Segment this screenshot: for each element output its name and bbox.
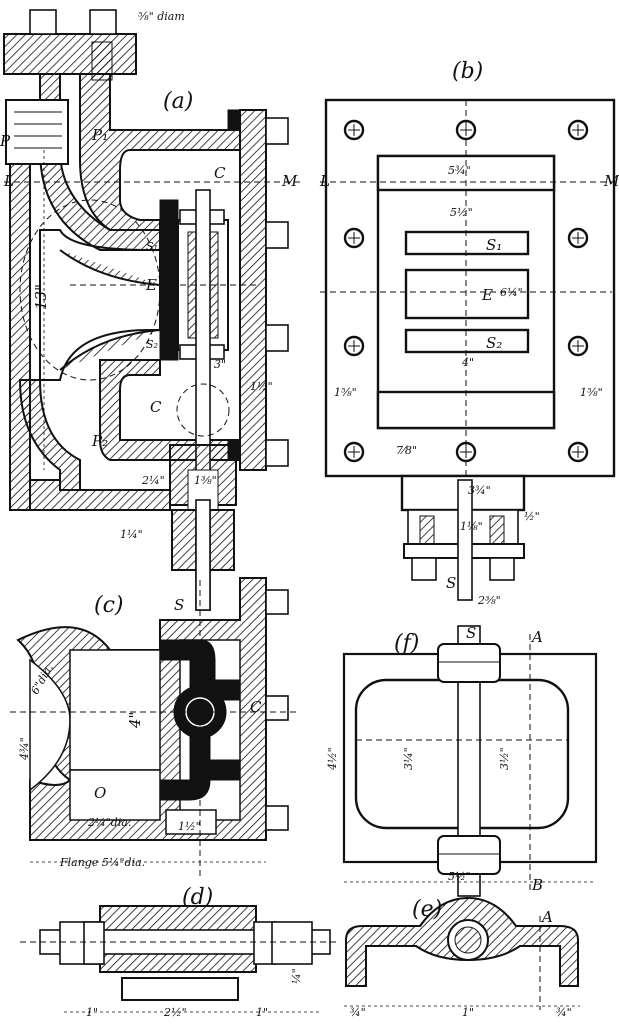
dim-1-375: 1⅜" (194, 474, 217, 487)
slide-valve-face (159, 199, 179, 361)
label-l-b: L (319, 172, 330, 190)
figure-b-plan (320, 98, 616, 601)
dim-3-75: 3¾" (468, 484, 491, 497)
dim-1-5-c: 1½" (178, 820, 201, 833)
label-m-b: M (603, 172, 619, 190)
dim-3-5-f: 3½" (498, 747, 511, 770)
figure-c-label: (c) (94, 593, 124, 618)
chest-cover (239, 109, 267, 471)
label-m-a: M (281, 172, 298, 190)
dim-4: 4" (461, 356, 474, 369)
label-s-b: S (446, 574, 456, 592)
label-s-spindle: S (174, 596, 184, 614)
figure-f-label: (f) (394, 631, 419, 656)
dim-1-d-left: 1" (86, 1006, 98, 1019)
dim-0-75-e-left: ¾" (350, 1006, 366, 1019)
figure-d-nut (20, 905, 340, 1001)
label-b-f: B (531, 876, 543, 894)
dim-6-25: 6¼" (500, 286, 523, 299)
flange-bolt-left (29, 9, 57, 35)
dim-0-75-e-right: ¾" (556, 1006, 572, 1019)
dim-3: 3" (214, 358, 226, 371)
figure-c-section (10, 577, 300, 880)
label-c-c: C (250, 698, 262, 716)
label-l-a: L (3, 172, 14, 190)
dim-flange: Flange 5¼"dia. (59, 856, 145, 869)
dim-4-c: 4" (126, 712, 144, 729)
dim-1-125: 1⅛" (460, 520, 483, 533)
figure-f-elevation (342, 625, 598, 897)
dim-5-5: 5½" (450, 206, 473, 219)
dim-1-25: 1¼" (120, 528, 143, 541)
top-flange (3, 33, 137, 75)
dim-diam: ⅝" diam (138, 10, 185, 23)
label-c-bottom: C (150, 398, 162, 416)
port-s2-plan (404, 328, 530, 354)
dim-1-5: 1½" (250, 380, 273, 393)
dim-1-e: 1" (462, 1006, 474, 1019)
port-passage-c (69, 649, 161, 771)
label-s-f: S (466, 624, 476, 642)
dim-5-75: 5¾" (448, 164, 471, 177)
label-p1: P₁ (91, 126, 108, 144)
dim-4-75: 4¾" (18, 737, 31, 761)
label-e: E (145, 276, 157, 294)
label-s2-b: S₂ (486, 334, 502, 352)
port-p2-wall (18, 379, 81, 491)
port-flange-p (5, 99, 69, 165)
dim-4-5-f: 4½" (326, 747, 339, 771)
label-c-top: C (214, 164, 226, 182)
label-e-b: E (481, 286, 493, 304)
exhaust-e-plan (404, 268, 530, 320)
cover-bolts (265, 117, 289, 467)
port-s1-plan (404, 230, 530, 256)
dim-1-d-right: 1" (256, 1006, 268, 1019)
dim-2-25-dia: 2¼"dia. (87, 816, 131, 829)
figure-e-nut (345, 896, 579, 1010)
label-o: O (94, 784, 106, 802)
dim-13: 13" (32, 284, 50, 310)
dim-0-5: ½" (524, 510, 540, 523)
dim-0-875: 7⁄8" (396, 444, 417, 457)
label-p: P (0, 132, 11, 150)
dim-0-25-d: ¼" (290, 968, 303, 984)
label-s1: S₁ (146, 240, 158, 253)
spindle-f (457, 625, 481, 897)
dim-3-25-f: 3¼" (402, 747, 415, 770)
flange-bolt-right (89, 9, 117, 35)
figure-a-label: (a) (163, 89, 193, 114)
figure-a-section (3, 9, 300, 611)
label-a-e: A (540, 908, 553, 926)
dim-2-375: 2⅜" (477, 594, 501, 607)
dim-1-625-left: 1⅝" (334, 386, 357, 399)
dim-1-625-right: 1⅝" (580, 386, 603, 399)
label-p2: P₂ (91, 432, 108, 450)
dim-2-25: 2¼" (141, 474, 165, 487)
port-p1-wall-outer (79, 73, 241, 231)
left-column (9, 159, 31, 511)
label-a-f: A (530, 628, 543, 646)
label-s1-b: S₁ (486, 236, 502, 254)
figure-b-label: (b) (452, 59, 483, 84)
dim-5-5-f: 5½" (448, 870, 471, 883)
figure-e-label: (e) (412, 897, 442, 922)
dim-2-5-d: 2½" (163, 1006, 187, 1019)
label-s2: S₂ (146, 338, 158, 351)
figure-d-label: (d) (182, 885, 213, 910)
